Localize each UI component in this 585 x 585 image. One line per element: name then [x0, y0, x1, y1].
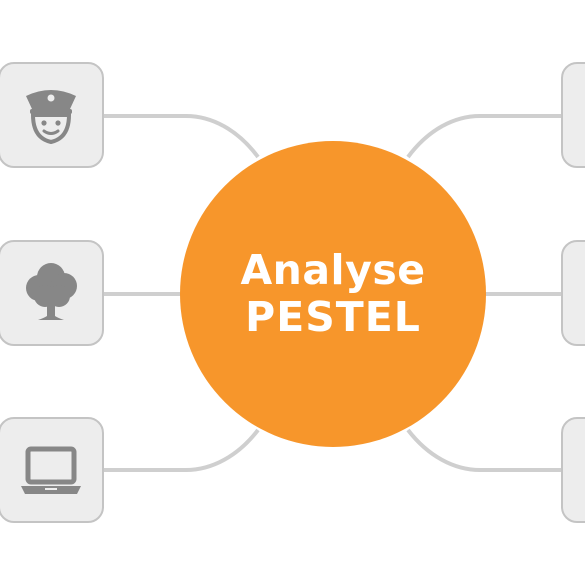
node-right-2 — [561, 240, 585, 346]
hub-title-line-2: PESTEL — [245, 293, 421, 341]
node-environmental — [0, 240, 104, 346]
hub-title-line-1: Analyse — [240, 245, 426, 294]
node-political — [0, 62, 104, 168]
hub-circle: Analyse PESTEL — [180, 141, 486, 447]
node-right-1 — [561, 62, 585, 168]
connector-right-1 — [406, 114, 562, 159]
police-officer-icon — [26, 90, 76, 145]
connector-right-3 — [406, 428, 562, 472]
laptop-icon — [21, 446, 81, 494]
tree-icon — [26, 263, 77, 320]
node-right-3 — [561, 417, 585, 523]
connector-left-1 — [104, 114, 260, 159]
node-technological — [0, 417, 104, 523]
connector-left-3 — [104, 428, 260, 472]
